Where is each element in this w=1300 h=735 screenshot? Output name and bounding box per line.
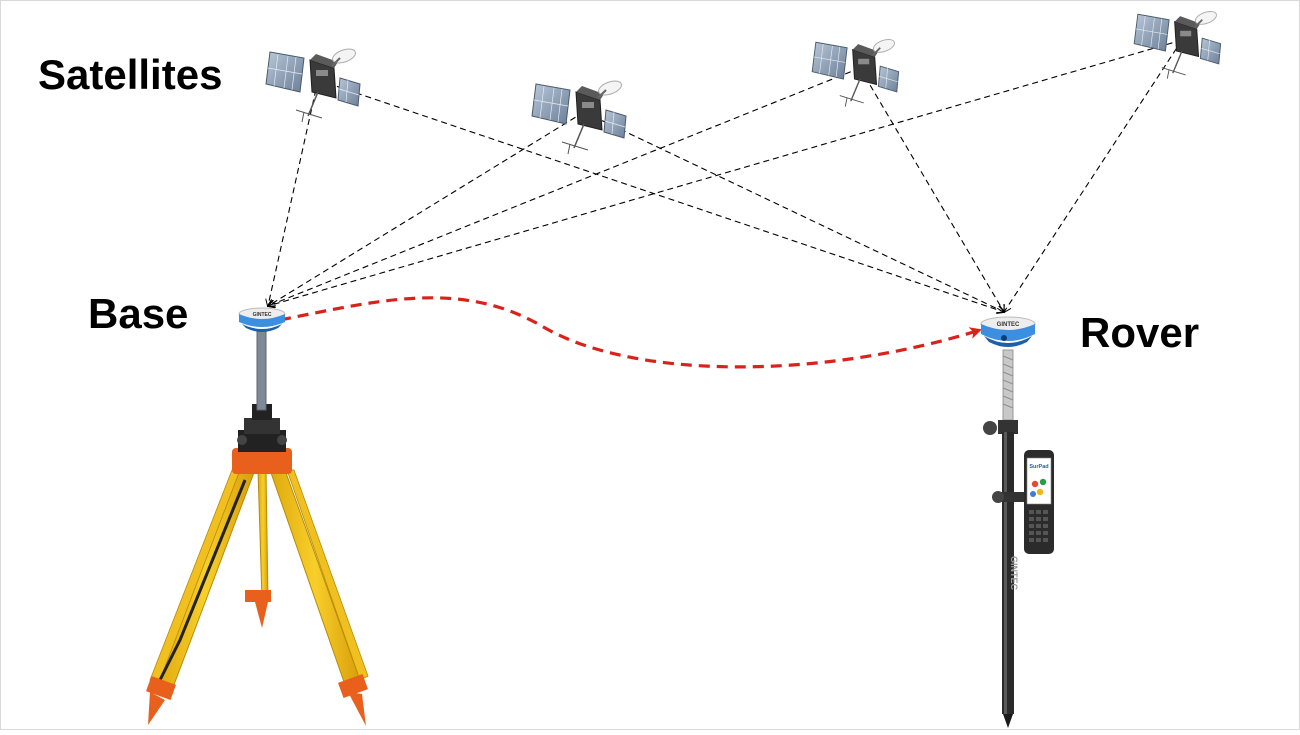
signal-link — [268, 111, 585, 306]
survey-pole-icon: GINTEC — [983, 349, 1027, 728]
satellite-icon — [1133, 11, 1222, 79]
rover-label: Rover — [1080, 309, 1200, 356]
tripod-icon — [146, 404, 369, 726]
pole-logo: GINTEC — [1009, 556, 1019, 591]
signal-link — [268, 79, 319, 306]
radio-link-arrow — [279, 296, 982, 369]
satellite-icon — [265, 48, 361, 123]
base-label: Base — [88, 290, 189, 337]
gnss-receiver-icon: GINTEC — [238, 307, 286, 332]
signal-link — [268, 67, 861, 306]
signal-link — [859, 67, 1004, 312]
signal-link — [268, 39, 1183, 306]
satellite-icon — [811, 39, 900, 107]
handheld-controller-icon: SurPad — [1024, 450, 1054, 554]
signal-link — [583, 111, 1004, 312]
satellites-label: Satellites — [38, 51, 223, 98]
base-pole — [256, 329, 267, 411]
signal-link — [1004, 39, 1183, 312]
controller-app-label: SurPad — [1029, 464, 1048, 470]
satellite-icon — [531, 80, 627, 155]
satellites-group — [265, 11, 1222, 155]
base-receiver-logo: GINTEC — [253, 312, 272, 318]
satellite-links — [268, 39, 1183, 312]
signal-link — [317, 79, 1004, 312]
gnss-receiver-icon: GINTEC — [980, 316, 1036, 347]
rover-receiver-logo: GINTEC — [997, 322, 1020, 328]
